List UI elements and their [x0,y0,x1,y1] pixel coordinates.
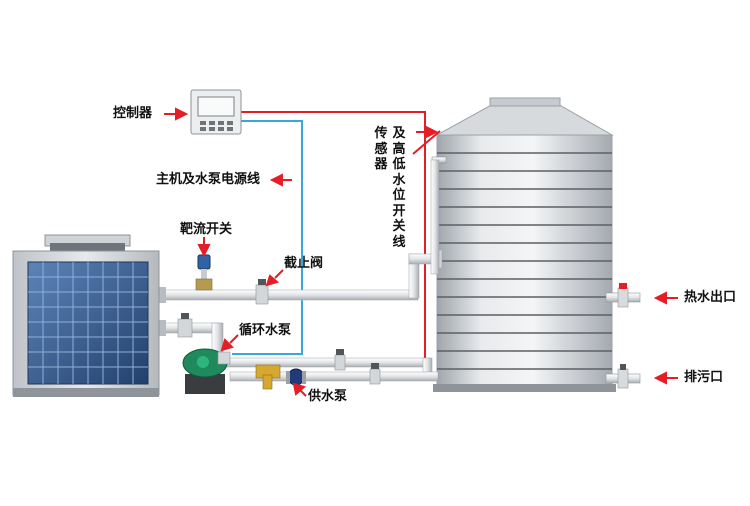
label-drain-outlet: 排污口 [684,370,724,385]
heat-pump-unit [12,234,160,397]
power-line [241,111,441,381]
target-flow-switch [195,254,213,291]
stop-valve-upper [255,279,269,305]
tank-body [436,134,613,390]
tank-base [433,384,616,392]
supply-pump-unit [286,368,306,386]
pointer-arrows [164,107,678,397]
tank-dome [436,102,614,136]
arrow-power-line [269,173,292,187]
coil-grid [28,262,148,384]
label-sensor: 传感器 [374,126,388,172]
circulation-pump-unit [182,348,231,394]
hot-water-outlet-valve [605,283,641,308]
arrow-sensor [416,125,439,139]
label-hot-water-outlet: 热水出口 [684,290,737,305]
controller-device [190,89,242,135]
tank-bands [437,152,612,370]
water-tank [431,97,616,392]
arrow-hot-water-outlet [653,291,678,305]
label-level-switch-line: 及高低水位开关线 [392,126,406,250]
y-strainer [255,364,281,390]
label-supply-pump: 供水泵 [308,389,348,404]
label-stop-valve: 截止阀 [284,256,324,271]
tank-top-cap [489,97,561,107]
label-power-line: 主机及水泵电源线 [156,172,261,187]
label-circulation-pump: 循环水泵 [239,323,292,338]
label-controller: 控制器 [113,106,153,121]
signal-line [232,120,303,355]
arrow-circulation-pump [220,334,239,352]
label-target-flow-switch: 靶流开关 [180,222,233,237]
arrow-supply-pump [292,382,307,397]
arrow-stop-valve [265,269,284,287]
stop-valve-lower-b [369,363,381,385]
inlet-valve [177,313,193,338]
arrow-target-flow-switch [197,237,211,258]
arrow-controller [164,107,189,121]
arrow-drain-outlet [653,371,678,385]
drain-outlet-valve [605,364,641,389]
stop-valve-lower-a [334,349,346,371]
